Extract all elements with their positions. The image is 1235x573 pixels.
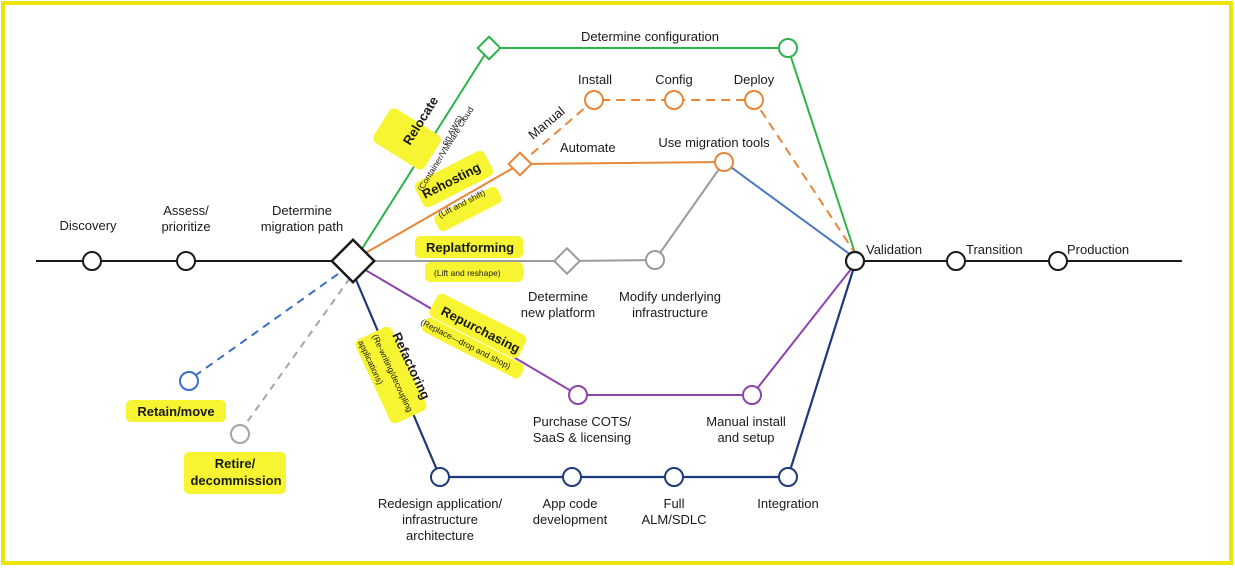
config-node	[664, 90, 684, 110]
full-alm-line2: ALM/SDLC	[641, 512, 706, 527]
retain-path-line	[188, 273, 339, 381]
highlight-relocate	[373, 108, 441, 170]
highlight-repurchasing	[429, 293, 527, 359]
purchase-cots-node	[568, 385, 588, 405]
transition-node	[946, 251, 966, 271]
highlight-rehosting	[414, 150, 494, 208]
redesign-line3: architecture	[406, 528, 474, 543]
production-node	[1048, 251, 1068, 271]
tools-to-validation-line	[723, 161, 856, 259]
manual-install-line1: Manual install	[706, 414, 786, 429]
determine-path-label-line1: Determine	[272, 203, 332, 218]
highlight-marks	[126, 108, 527, 494]
retire-path-line	[239, 277, 351, 433]
rehost-diamond-node	[507, 151, 533, 177]
highlight-replatforming-sub	[425, 262, 523, 282]
purchase-cots-line2: SaaS & licensing	[533, 430, 631, 445]
retire-label-line1: Retire/	[215, 456, 256, 471]
integration-label: Integration	[757, 496, 818, 511]
install-label: Install	[578, 72, 612, 87]
determine-path-label-line2: migration path	[261, 219, 343, 234]
retain-label: Retain/move	[137, 404, 214, 419]
manual-install-node	[742, 385, 762, 405]
redesign-node	[430, 467, 450, 487]
highlight-retire	[184, 452, 286, 494]
redesign-line1: Redesign application/	[378, 496, 503, 511]
determine-new-platform-line2: new platform	[521, 305, 595, 320]
assess-label-line2: prioritize	[161, 219, 210, 234]
migration-tools-node	[714, 152, 734, 172]
highlight-replatforming	[415, 236, 523, 258]
redesign-line2: infrastructure	[402, 512, 478, 527]
discovery-label: Discovery	[59, 218, 117, 233]
purchase-cots-line1: Purchase COTS/	[533, 414, 632, 429]
replatforming-title: Replatforming	[426, 240, 514, 255]
install-node	[584, 90, 604, 110]
modify-infrastructure-node	[645, 250, 665, 270]
determine-new-platform-node	[552, 246, 582, 276]
production-label: Production	[1067, 242, 1129, 257]
retire-node	[230, 424, 250, 444]
app-code-line2: development	[533, 512, 608, 527]
replatform-path-line	[372, 161, 725, 262]
deploy-node	[744, 90, 764, 110]
replatforming-sub: (Lift and reshape)	[434, 268, 501, 278]
discovery-node	[82, 251, 102, 271]
assess-label-line1: Assess/	[163, 203, 209, 218]
determine-configuration-label: Determine configuration	[581, 29, 719, 44]
retain-node	[179, 371, 199, 391]
relocate-diamond-node	[476, 35, 502, 61]
highlight-refactoring	[355, 326, 427, 424]
modify-infrastructure-line1: Modify underlying	[619, 289, 721, 304]
deploy-label: Deploy	[734, 72, 775, 87]
rehost-manual-line	[519, 99, 856, 254]
transition-label: Transition	[966, 242, 1023, 257]
modify-infrastructure-line2: infrastructure	[632, 305, 708, 320]
retire-label-line2: decommission	[190, 473, 281, 488]
assess-node	[176, 251, 196, 271]
determine-configuration-node	[778, 38, 798, 58]
manual-install-line2: and setup	[717, 430, 774, 445]
migration-tools-label: Use migration tools	[658, 135, 770, 150]
config-label: Config	[655, 72, 693, 87]
integration-node	[778, 467, 798, 487]
highlight-retain	[126, 400, 226, 422]
automate-label: Automate	[560, 140, 616, 155]
app-code-line1: App code	[543, 496, 598, 511]
full-alm-node	[664, 467, 684, 487]
determine-new-platform-line1: Determine	[528, 289, 588, 304]
determine-migration-path-node	[330, 238, 376, 284]
highlight-rehosting-sub	[434, 186, 502, 232]
full-alm-line1: Full	[664, 496, 685, 511]
validation-node	[844, 250, 866, 272]
validation-label: Validation	[866, 242, 922, 257]
highlight-repurchasing-sub	[422, 317, 524, 379]
app-code-node	[562, 467, 582, 487]
